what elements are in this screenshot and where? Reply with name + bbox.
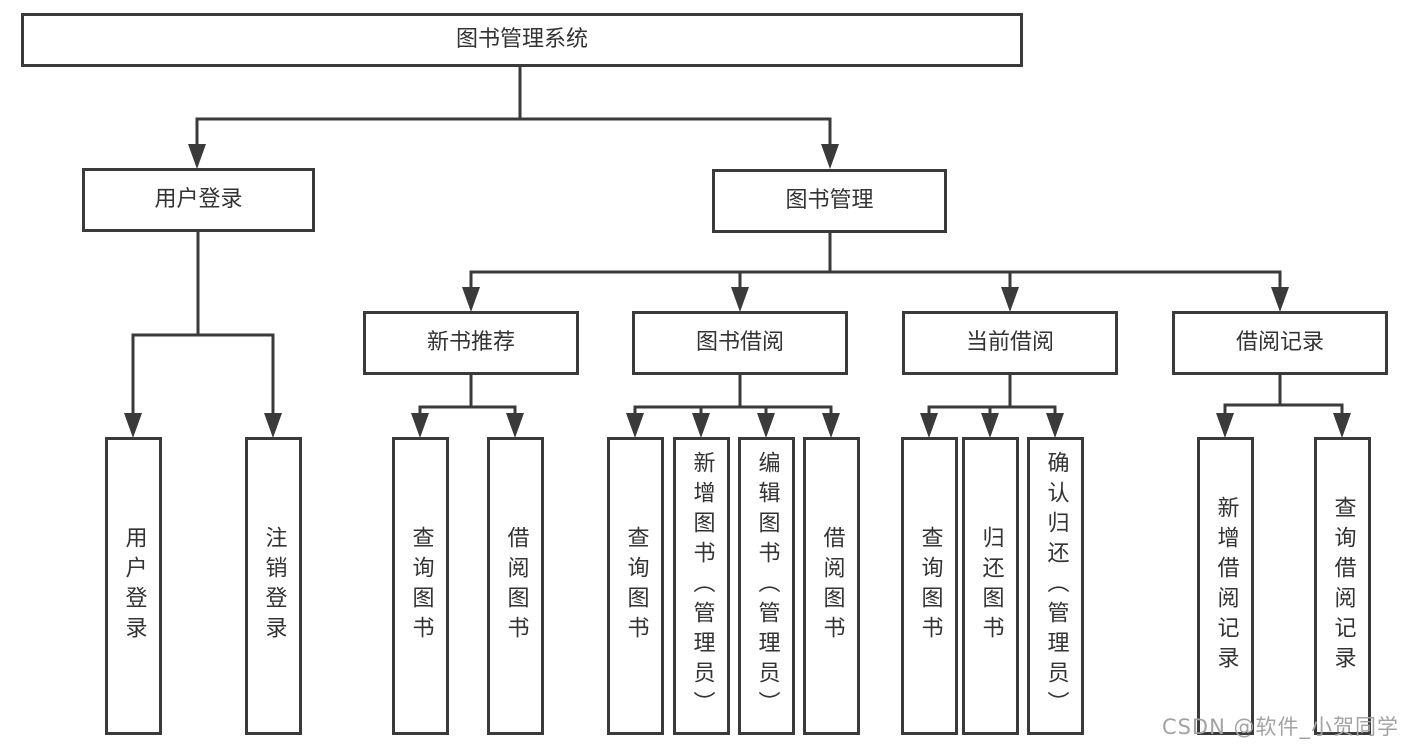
leaf-query-books-borrow: 查询图书 [607, 437, 664, 735]
leaf-label: 用户登录 [121, 526, 147, 646]
node-current-borrow: 当前借阅 [902, 311, 1118, 375]
leaf-edit-book-admin: 编辑图书（管理员） [738, 437, 795, 735]
leaf-user-login: 用户登录 [105, 437, 162, 735]
node-user-login: 用户登录 [82, 168, 315, 232]
leaf-add-borrow-record: 新增借阅记录 [1197, 437, 1254, 735]
leaf-add-book-admin: 新增图书（管理员） [673, 437, 730, 735]
node-book-borrow: 图书借阅 [632, 311, 848, 375]
leaf-label: 借阅图书 [819, 526, 845, 646]
node-new-book-recommend: 新书推荐 [363, 311, 579, 375]
leaf-borrow-books-recommend: 借阅图书 [487, 437, 544, 735]
leaf-logout: 注销登录 [245, 437, 302, 735]
leaf-query-books-recommend: 查询图书 [392, 437, 449, 735]
leaf-label: 编辑图书（管理员） [754, 451, 780, 721]
leaf-borrow-books: 借阅图书 [803, 437, 860, 735]
node-root-library-system: 图书管理系统 [21, 13, 1023, 67]
leaf-label: 查询图书 [623, 526, 649, 646]
leaf-label: 归还图书 [978, 526, 1004, 646]
csdn-watermark: CSDN @软件_小贺同学 [1161, 715, 1399, 739]
leaf-label: 新增借阅记录 [1213, 496, 1239, 676]
leaf-query-borrow-record: 查询借阅记录 [1314, 437, 1371, 735]
node-borrow-records: 借阅记录 [1172, 311, 1388, 375]
leaf-label: 查询图书 [917, 526, 943, 646]
node-book-management: 图书管理 [712, 169, 947, 233]
leaf-confirm-return-admin: 确认归还（管理员） [1027, 437, 1084, 735]
leaf-label: 注销登录 [261, 526, 287, 646]
leaf-query-books-current: 查询图书 [901, 437, 958, 735]
leaf-label: 确认归还（管理员） [1043, 451, 1069, 721]
leaf-label: 新增图书（管理员） [689, 451, 715, 721]
leaf-label: 借阅图书 [503, 526, 529, 646]
arrowheads [124, 144, 1351, 438]
leaf-label: 查询图书 [408, 526, 434, 646]
leaf-return-book: 归还图书 [962, 437, 1019, 735]
leaf-label: 查询借阅记录 [1330, 496, 1356, 676]
